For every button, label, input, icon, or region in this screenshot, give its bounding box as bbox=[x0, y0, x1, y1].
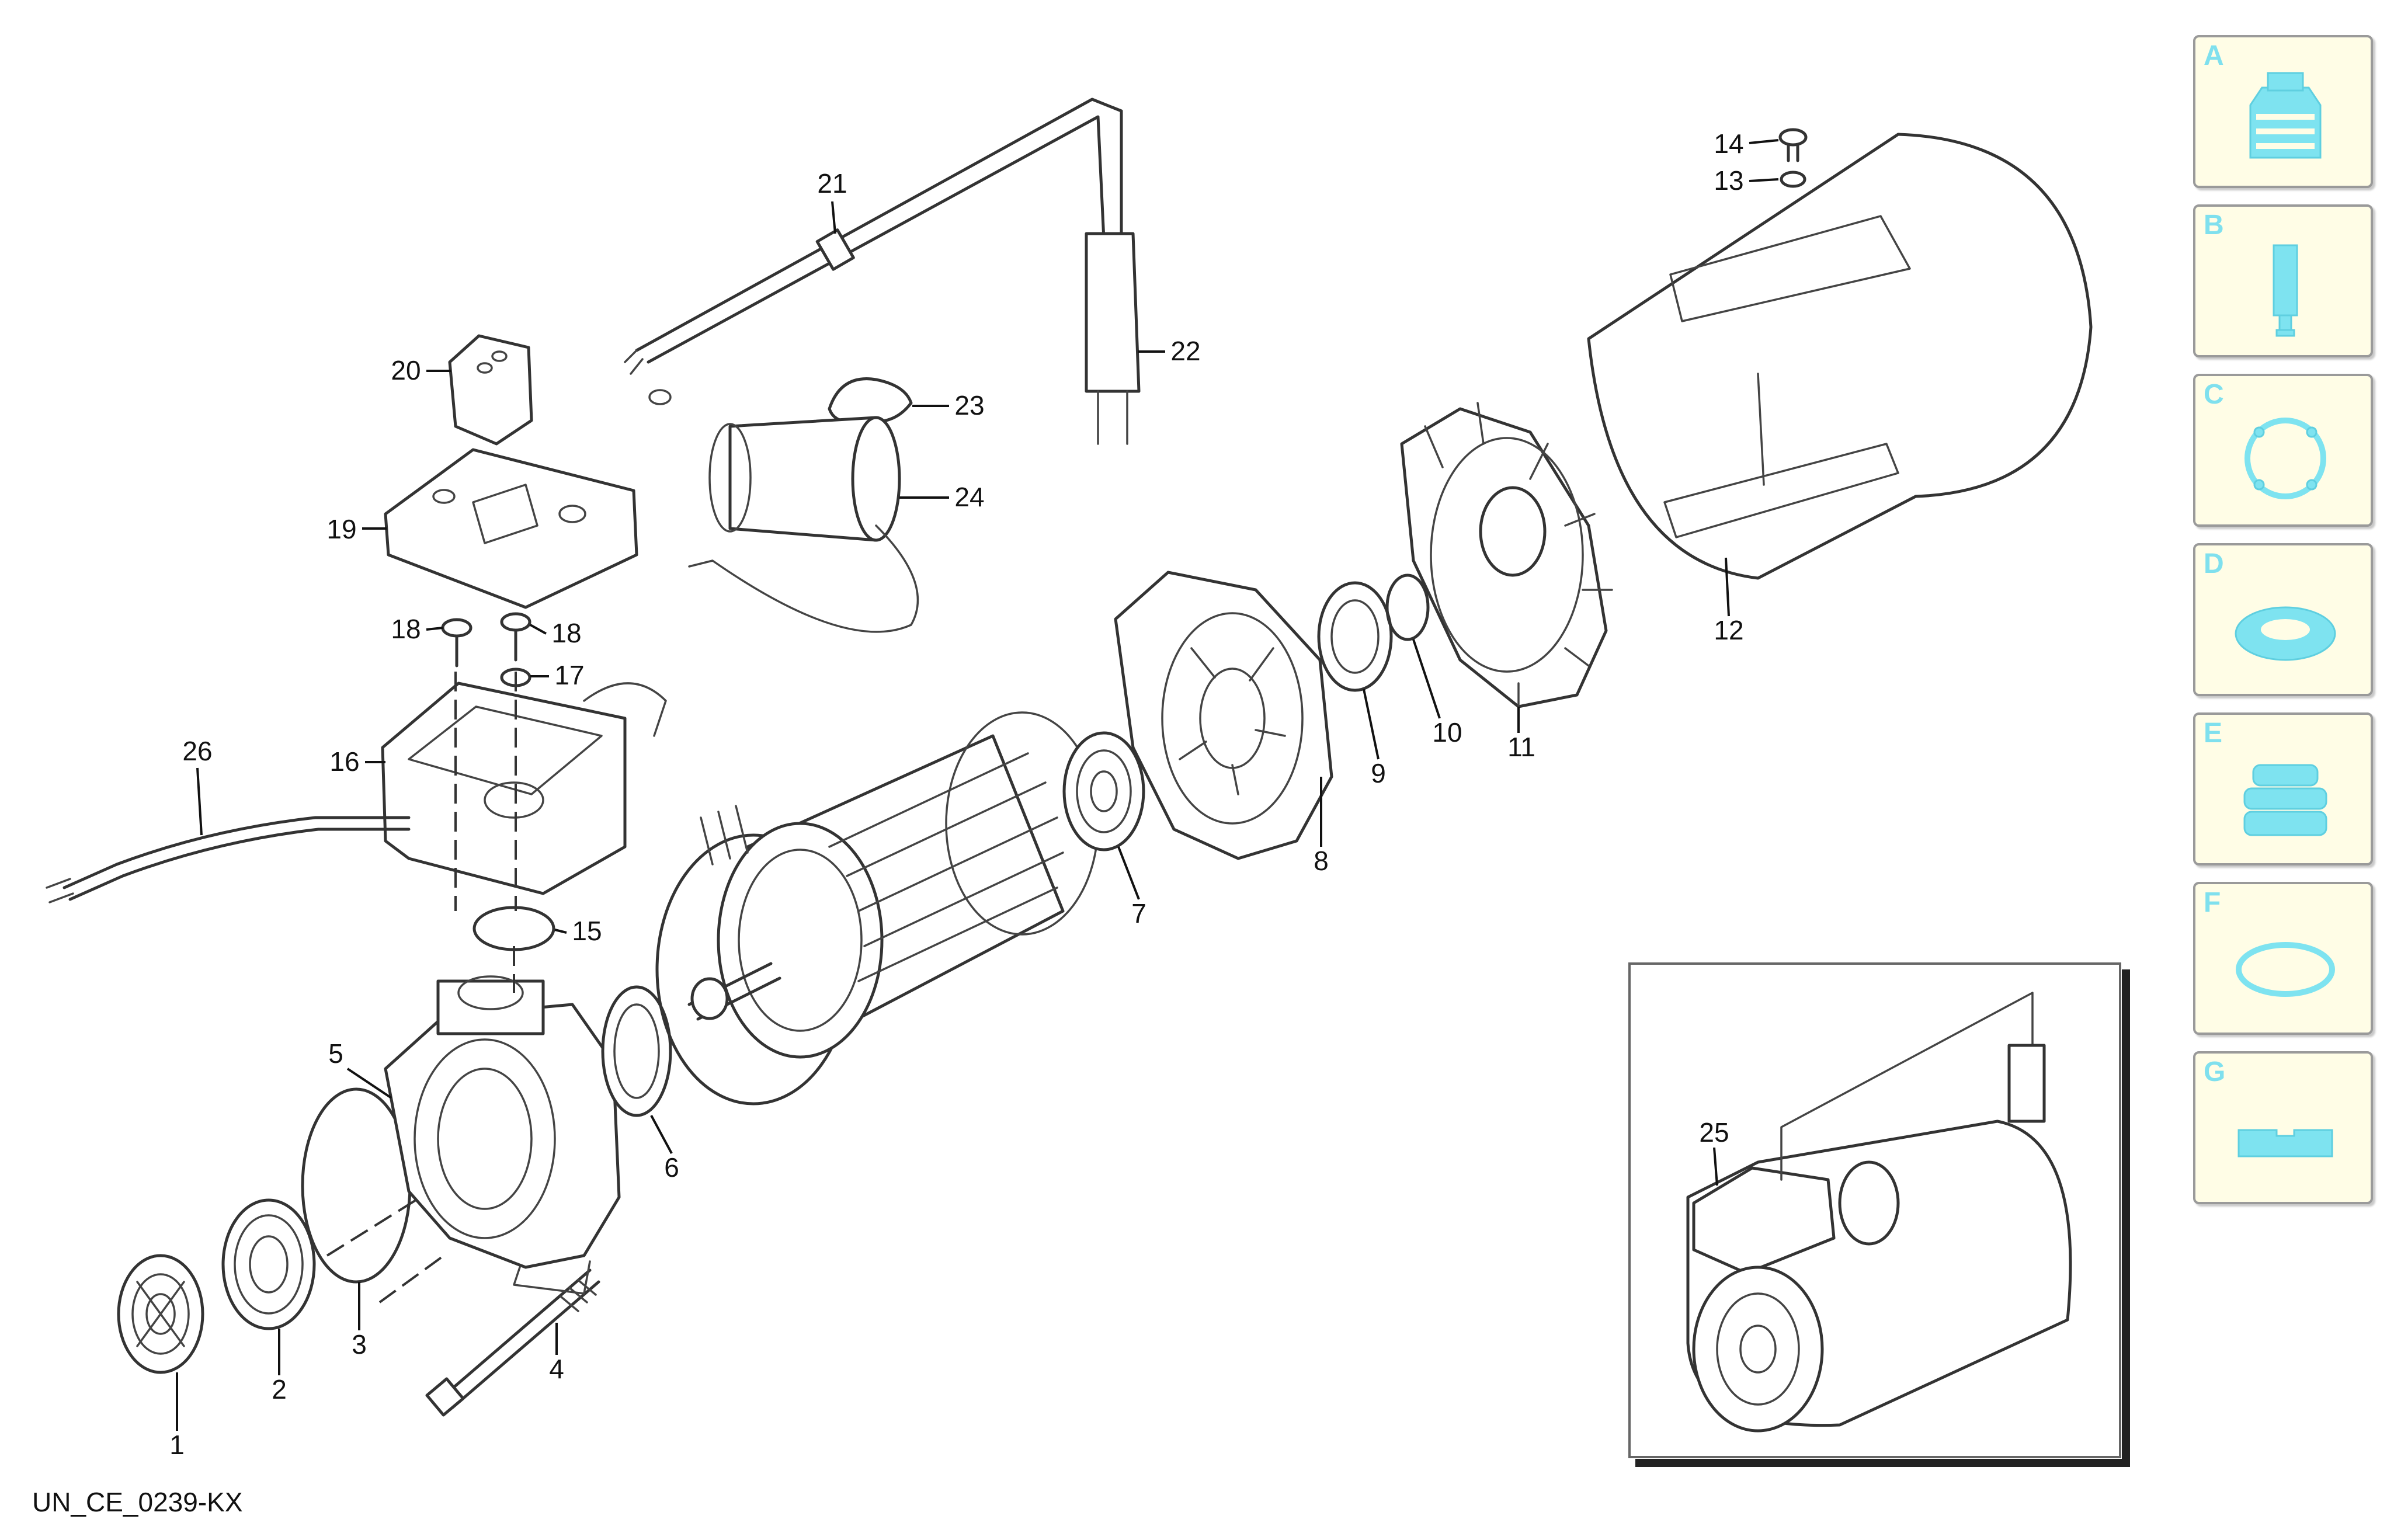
part-26-cable[interactable] bbox=[46, 816, 411, 903]
callout-25: 25 bbox=[1699, 1117, 1729, 1148]
callout-18-right: 18 bbox=[551, 618, 581, 648]
tab-c-letter: C bbox=[2204, 379, 2224, 410]
callout-19: 19 bbox=[326, 514, 356, 544]
tab-a[interactable]: A bbox=[2193, 35, 2373, 188]
callout-8: 8 bbox=[1314, 846, 1329, 876]
callout-9: 9 bbox=[1371, 758, 1386, 788]
tab-d[interactable]: D bbox=[2193, 543, 2373, 696]
tab-b[interactable]: B bbox=[2193, 204, 2373, 357]
tab-f-letter: F bbox=[2204, 887, 2221, 918]
motor-stator-rotor[interactable] bbox=[655, 711, 1099, 1106]
part-14-screw[interactable] bbox=[1778, 128, 1808, 162]
part-16-terminal-box[interactable] bbox=[381, 682, 667, 895]
callout-20: 20 bbox=[391, 355, 421, 385]
tab-c[interactable]: C bbox=[2193, 374, 2373, 527]
tab-b-letter: B bbox=[2204, 210, 2224, 241]
callout-10: 10 bbox=[1432, 717, 1462, 748]
part-10-circlip[interactable] bbox=[1385, 573, 1430, 641]
part-7-bearing[interactable] bbox=[1062, 731, 1145, 851]
part-9-seal[interactable] bbox=[1317, 581, 1393, 692]
part-2-bearing[interactable] bbox=[221, 1198, 316, 1330]
callout-22: 22 bbox=[1170, 336, 1200, 366]
tab-a-letter: A bbox=[2204, 40, 2224, 71]
callout-4: 4 bbox=[549, 1354, 564, 1384]
callout-16: 16 bbox=[329, 746, 359, 777]
part-18-screw-right[interactable] bbox=[500, 612, 531, 662]
part-13-washer[interactable] bbox=[1780, 171, 1806, 188]
callout-12: 12 bbox=[1714, 615, 1743, 645]
drawing-code: UN_CE_0239-KX bbox=[32, 1487, 243, 1517]
callout-18-left: 18 bbox=[391, 614, 421, 644]
callout-15: 15 bbox=[572, 916, 602, 946]
callouts: 1 2 3 4 5 6 7 8 9 10 11 12 13 14 15 16 1… bbox=[169, 128, 1779, 1460]
part-18-screw-left[interactable] bbox=[441, 618, 472, 668]
callout-14: 14 bbox=[1714, 128, 1743, 159]
callout-6: 6 bbox=[664, 1152, 679, 1183]
bellows-seal-icon bbox=[2227, 736, 2344, 853]
part-5-pump-housing[interactable] bbox=[384, 975, 621, 1295]
callout-17: 17 bbox=[554, 660, 584, 690]
o-ring-icon bbox=[2227, 397, 2344, 514]
tab-g-letter: G bbox=[2204, 1056, 2226, 1087]
gasket-icon bbox=[2227, 905, 2344, 1022]
callout-2: 2 bbox=[272, 1374, 287, 1405]
callout-5: 5 bbox=[328, 1038, 343, 1069]
tab-e[interactable]: E bbox=[2193, 712, 2373, 865]
part-24-capacitor[interactable] bbox=[688, 416, 919, 633]
shaft-seal-icon bbox=[2227, 566, 2344, 683]
callout-3: 3 bbox=[352, 1329, 367, 1360]
shaft-icon bbox=[2227, 228, 2344, 345]
pump-housing-icon bbox=[2227, 58, 2344, 175]
tab-f[interactable]: F bbox=[2193, 882, 2373, 1035]
part-6-shaft-seal[interactable] bbox=[601, 985, 672, 1117]
callout-21: 21 bbox=[817, 168, 847, 199]
callout-24: 24 bbox=[954, 482, 984, 512]
block-icon bbox=[2227, 1075, 2344, 1191]
part-19-cover[interactable] bbox=[384, 448, 638, 609]
part-21-power-cable[interactable] bbox=[624, 98, 1123, 405]
part-11-fan[interactable] bbox=[1400, 402, 1613, 719]
callout-7: 7 bbox=[1131, 898, 1146, 929]
part-15-o-ring[interactable] bbox=[472, 906, 555, 951]
tab-d-letter: D bbox=[2204, 548, 2224, 579]
part-8-end-shield[interactable] bbox=[1114, 571, 1333, 860]
part-20-switch[interactable] bbox=[448, 334, 533, 446]
callout-23: 23 bbox=[954, 390, 984, 420]
part-23-strap[interactable] bbox=[828, 377, 913, 423]
callout-1: 1 bbox=[169, 1430, 185, 1460]
tab-e-letter: E bbox=[2204, 718, 2223, 749]
tab-g[interactable]: G bbox=[2193, 1051, 2373, 1204]
part-4-bolt[interactable] bbox=[425, 1268, 600, 1417]
callout-26: 26 bbox=[182, 736, 212, 766]
callout-11: 11 bbox=[1507, 732, 1535, 762]
callout-13: 13 bbox=[1714, 165, 1743, 196]
part-25-assembled-view[interactable] bbox=[1628, 962, 2130, 1467]
exploded-parts-drawing: 1 2 3 4 5 6 7 8 9 10 11 12 13 14 15 16 1… bbox=[46, 98, 2130, 1467]
part-12-fan-cover[interactable] bbox=[1587, 133, 2093, 580]
part-22-plug[interactable] bbox=[1085, 232, 1141, 445]
part-1-impeller[interactable] bbox=[117, 1254, 204, 1374]
